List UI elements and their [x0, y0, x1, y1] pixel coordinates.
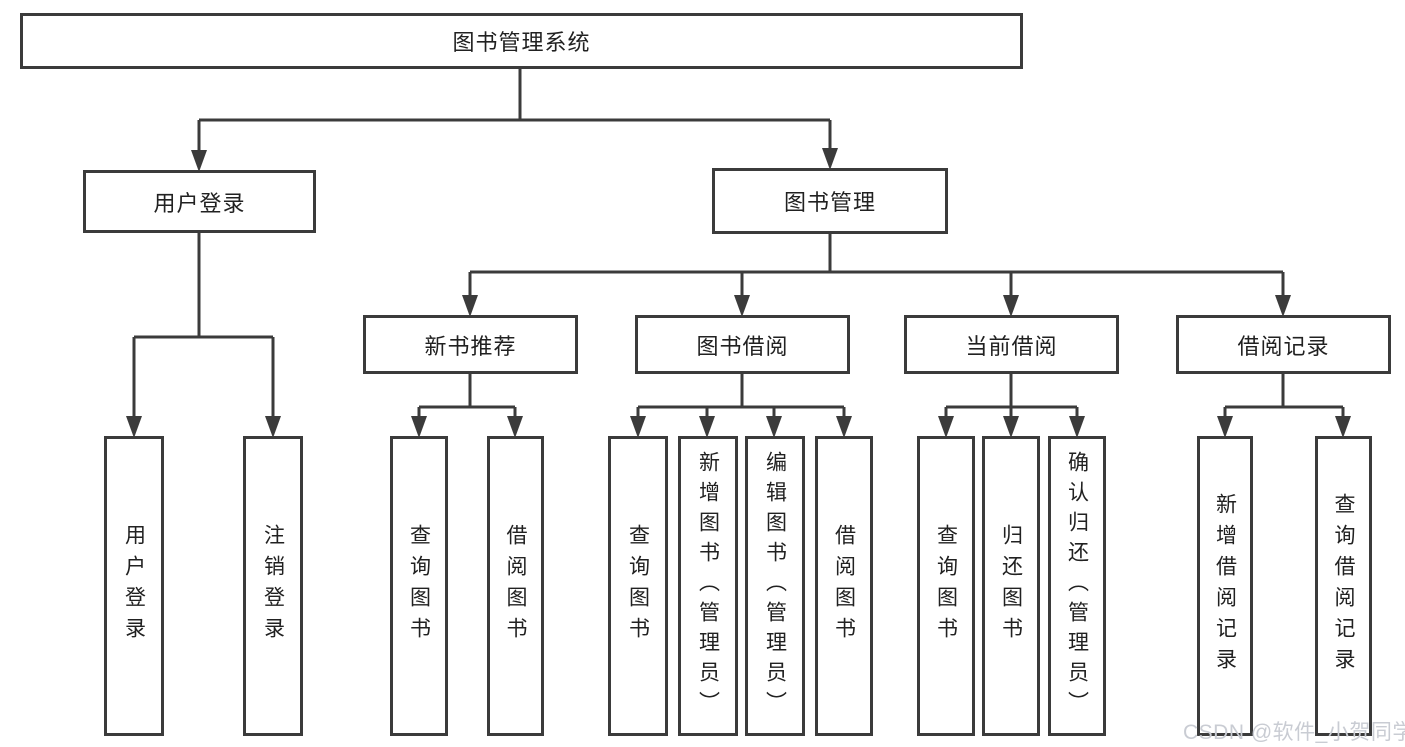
leaf-logout: 注销登录 — [243, 436, 303, 736]
leaf-return-books: 归还图书 — [982, 436, 1040, 736]
leaf-label: 新增图书（管理员） — [696, 451, 720, 721]
leaf-label: 借阅图书 — [832, 524, 856, 648]
leaf-label: 新增借阅记录 — [1213, 493, 1237, 679]
node-label: 图书借阅 — [696, 333, 789, 359]
leaf-label: 查询图书 — [626, 524, 650, 648]
connector-root-to-level2 — [197, 68, 832, 152]
node-book-management: 图书管理 — [712, 168, 948, 234]
leaf-query-books: 查询图书 — [917, 436, 975, 736]
leaf-label: 注销登录 — [261, 524, 285, 648]
leaf-borrow-books: 借阅图书 — [487, 436, 544, 736]
leaf-confirm-return-admin: 确认归还（管理员） — [1048, 436, 1106, 736]
node-current-borrow: 当前借阅 — [904, 315, 1119, 374]
node-label: 借阅记录 — [1237, 333, 1330, 359]
leaf-query-books: 查询图书 — [608, 436, 668, 736]
leaf-label: 归还图书 — [999, 524, 1023, 648]
connector-newbook-to-leaves — [417, 374, 517, 418]
node-label: 图书管理系统 — [452, 30, 591, 55]
node-borrow-records: 借阅记录 — [1176, 315, 1391, 374]
leaf-query-books: 查询图书 — [390, 436, 448, 736]
node-label: 图书管理 — [783, 190, 876, 215]
leaf-label: 用户登录 — [122, 524, 146, 648]
connector-records-to-leaves — [1223, 374, 1345, 418]
node-label: 新书推荐 — [424, 333, 517, 359]
leaf-borrow-books: 借阅图书 — [815, 436, 873, 736]
node-book-borrow: 图书借阅 — [635, 315, 850, 374]
leaf-add-books-admin: 新增图书（管理员） — [678, 436, 738, 736]
leaf-label: 借阅图书 — [504, 524, 527, 648]
leaf-query-borrow-record: 查询借阅记录 — [1315, 436, 1372, 736]
leaf-edit-books-admin: 编辑图书（管理员） — [745, 436, 805, 736]
node-system-root: 图书管理系统 — [20, 13, 1023, 69]
leaf-user-login: 用户登录 — [104, 436, 164, 736]
node-label: 当前借阅 — [965, 333, 1058, 359]
leaf-label: 编辑图书（管理员） — [763, 451, 787, 721]
leaf-label: 确认归还（管理员） — [1065, 451, 1089, 721]
connector-bookmgmt-to-level3 — [468, 234, 1285, 297]
leaf-label: 查询图书 — [934, 524, 958, 648]
csdn-watermark: CSDN @软件_小贺同学 — [1183, 721, 1405, 744]
leaf-label: 查询图书 — [407, 524, 431, 648]
connector-borrow-to-leaves — [636, 374, 846, 418]
leaf-label: 查询借阅记录 — [1332, 493, 1355, 679]
connector-userlogin-to-leaves — [132, 233, 275, 418]
node-new-book-recommend: 新书推荐 — [363, 315, 578, 374]
node-user-login: 用户登录 — [83, 170, 316, 233]
connector-current-to-leaves — [944, 374, 1079, 418]
leaf-add-borrow-record: 新增借阅记录 — [1197, 436, 1253, 736]
node-label: 用户登录 — [153, 190, 246, 216]
